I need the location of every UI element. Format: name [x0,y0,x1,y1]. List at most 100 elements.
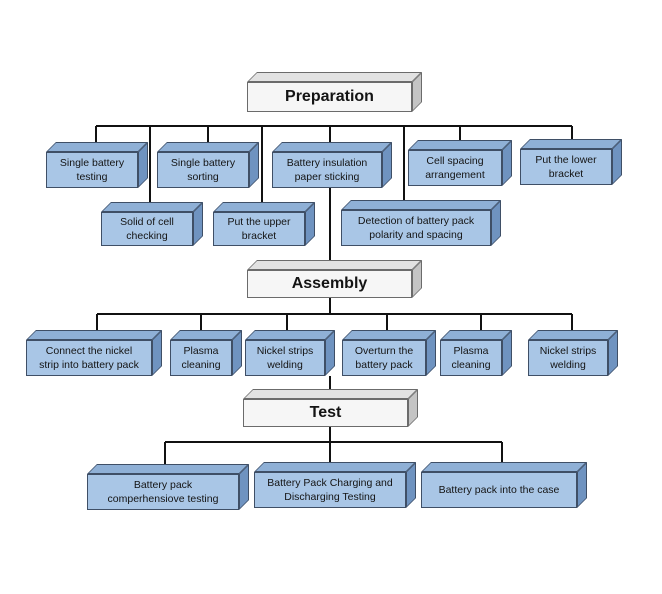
box-top-face [157,142,259,152]
box-label: Plasma cleaning [170,340,232,376]
stage-title: Preparation [247,82,412,112]
box-label: Put the upper bracket [213,212,305,246]
box-top-face [421,462,587,472]
box-label-line: Put the lower [535,154,597,166]
box-label: Battery pack into the case [421,472,577,508]
box-label: Overturn the battery pack [342,340,426,376]
process-step: Put the upper bracket [213,202,315,246]
box-top-face [213,202,315,212]
box-top-face [247,260,422,270]
process-step: Nickel strips welding [245,330,335,376]
box-side-face [232,330,242,376]
box-label: Nickel strips welding [245,340,325,376]
box-top-face [528,330,618,340]
box-label-line: arrangement [425,169,485,181]
box-label: Nickel strips welding [528,340,608,376]
box-top-face [247,72,422,82]
box-side-face [406,462,416,508]
box-side-face [325,330,335,376]
box-label: Solid of cell checking [101,212,193,246]
stage-title: Test [243,399,408,427]
box-side-face [577,462,587,508]
process-step: Single battery testing [46,142,148,188]
process-step: Single battery sorting [157,142,259,188]
process-step: Battery pack comperhensiove testing [87,464,249,510]
box-top-face [520,139,622,149]
box-label-line: comperhensiove testing [107,493,219,505]
box-label-line: strip into battery pack [39,359,139,371]
box-side-face [152,330,162,376]
box-top-face [101,202,203,212]
box-label-line: Plasma [183,345,219,357]
process-step: Detection of battery pack polarity and sp… [341,200,501,246]
box-label-line: paper sticking [294,171,360,183]
box-top-face [408,140,512,150]
box-label-line: Cell spacing [426,155,484,167]
box-label: Plasma cleaning [440,340,502,376]
process-step: Cell spacing arrangement [408,140,512,186]
box-side-face [138,142,148,188]
box-label-line: checking [126,230,168,242]
process-step: Put the lower bracket [520,139,622,185]
box-label-line: cleaning [181,359,221,371]
box-top-face [341,200,501,210]
process-step: Plasma cleaning [440,330,512,376]
box-label-line: sorting [187,171,219,183]
box-label: Put the lower bracket [520,149,612,185]
box-label-line: Battery Pack Charging and [267,477,393,489]
stage-header-assembly: Assembly [247,260,422,298]
box-label-line: Single battery [59,157,125,169]
box-label: Battery pack comperhensiove testing [87,474,239,510]
box-label-line: bracket [548,168,584,180]
box-label: Detection of battery pack polarity and sp… [341,210,491,246]
box-top-face [440,330,512,340]
box-top-face [26,330,162,340]
box-label-line: Battery pack into the case [438,484,560,496]
box-side-face [502,140,512,186]
box-top-face [342,330,436,340]
box-side-face [426,330,436,376]
box-label-line: welding [550,359,586,371]
box-label-line: Detection of battery pack [357,215,475,227]
box-label-line: Connect the nickel [45,345,133,357]
box-top-face [272,142,392,152]
box-top-face [170,330,242,340]
box-label-line: Single battery [170,157,236,169]
box-label-line: cleaning [451,359,491,371]
box-side-face [249,142,259,188]
box-label: Single battery sorting [157,152,249,188]
stage-title: Assembly [247,270,412,298]
box-top-face [87,464,249,474]
box-label-line: Put the upper [227,216,291,228]
box-side-face [502,330,512,376]
box-label-line: Nickel strips [539,345,597,357]
box-label-line: bracket [241,230,277,242]
box-side-face [193,202,203,246]
box-label-line: testing [76,171,108,183]
process-step: Nickel strips welding [528,330,618,376]
box-top-face [243,389,418,399]
stage-header-test: Test [243,389,418,427]
box-label-line: Discharging Testing [284,491,376,503]
box-label-line: Battery pack [133,479,193,491]
box-label-line: welding [267,359,303,371]
box-side-face [608,330,618,376]
box-top-face [254,462,416,472]
box-side-face [382,142,392,188]
box-label-line: battery pack [355,359,413,371]
box-label-line: Solid of cell [120,216,174,228]
box-label-line: Nickel strips [256,345,314,357]
process-step: Solid of cell checking [101,202,203,246]
box-side-face [491,200,501,246]
box-label-line: Plasma [453,345,489,357]
box-label-line: Overturn the [354,345,414,357]
stage-header-preparation: Preparation [247,72,422,112]
box-side-face [612,139,622,185]
process-step: Plasma cleaning [170,330,242,376]
box-top-face [245,330,335,340]
box-label-line: polarity and spacing [369,229,463,241]
